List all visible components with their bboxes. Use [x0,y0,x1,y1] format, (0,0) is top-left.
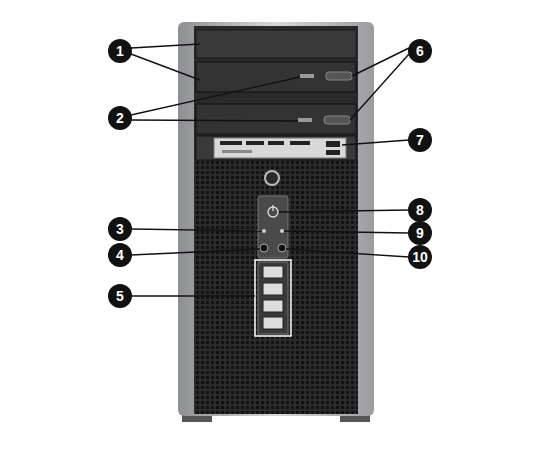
optical-drive [196,104,356,134]
hdd-led [262,229,266,233]
hp-logo [264,170,280,186]
leader-lines [131,44,409,296]
callout-number: 2 [108,106,132,130]
microphone-jack [260,244,268,252]
card-slot [220,141,242,145]
usb-bracket [255,260,291,336]
usb-panel [258,262,288,334]
drive-activity-light [300,74,314,78]
callout-number: 8 [408,198,432,222]
card-slot [222,150,252,153]
optical-drive [196,62,356,92]
headphone-jack [278,244,286,252]
drive-activity-light [298,118,312,122]
callout-number: 7 [408,128,432,152]
card-slot [246,141,264,145]
card-slot [290,141,310,145]
callout-number: 10 [408,245,432,269]
usb-port [263,283,283,295]
callout-number: 4 [108,243,132,267]
hp-logo [266,172,278,184]
usb-port [263,266,283,278]
callout-number: 5 [108,284,132,308]
callout-number: 6 [408,39,432,63]
callout-number: 9 [408,221,432,245]
card-reader-bay [196,136,356,160]
usb-port [326,141,340,147]
drive-bay-cover [196,30,356,58]
usb-port [263,317,283,329]
power-button [272,205,273,211]
card-slot [268,141,284,145]
control-panel [258,196,288,258]
front-grill [194,160,358,414]
usb-port [263,300,283,312]
callout-number: 3 [108,217,132,241]
eject-button [326,72,352,80]
media-card-reader [214,138,346,158]
usb-port [326,150,340,155]
power-led [280,229,284,233]
eject-button [324,116,350,124]
chassis-frame [178,22,374,416]
front-bezel [194,26,358,414]
callout-number: 1 [108,39,132,63]
